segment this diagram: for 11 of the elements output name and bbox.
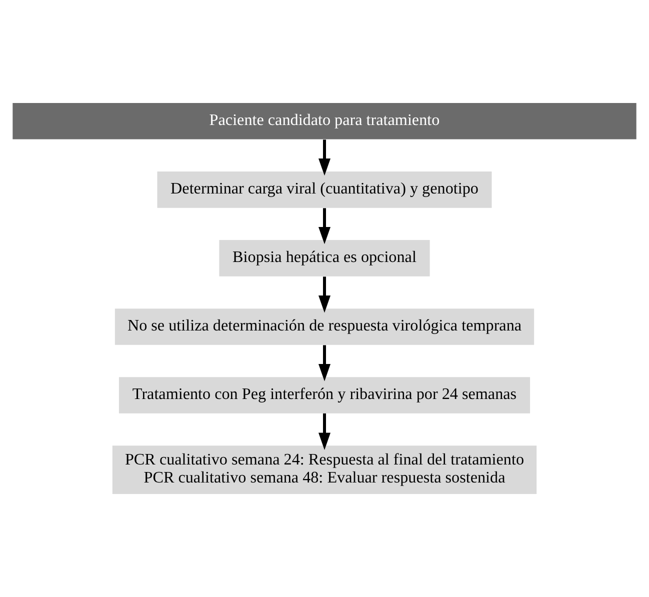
node-box: Biopsia hepática es opcional — [219, 240, 430, 276]
arrow — [318, 208, 331, 244]
node-box: Paciente candidato para tratamiento — [12, 103, 636, 140]
arrow — [318, 345, 331, 382]
node-box: PCR cualitativo semana 24: Respuesta al final del tratamiento PCR cualitativo semana 48: Evaluar respuesta sostenida — [112, 446, 537, 494]
node-box: No se utiliza determinación de respuesta virológica temprana — [114, 308, 534, 345]
node-box: Determinar carga viral (cuantitativa) y genotipo — [157, 172, 492, 208]
node-box: Tratamiento con Peg interferón y ribavirina por 24 semanas — [118, 377, 530, 414]
arrow — [318, 140, 331, 176]
arrow — [318, 276, 331, 313]
arrow — [318, 413, 331, 450]
